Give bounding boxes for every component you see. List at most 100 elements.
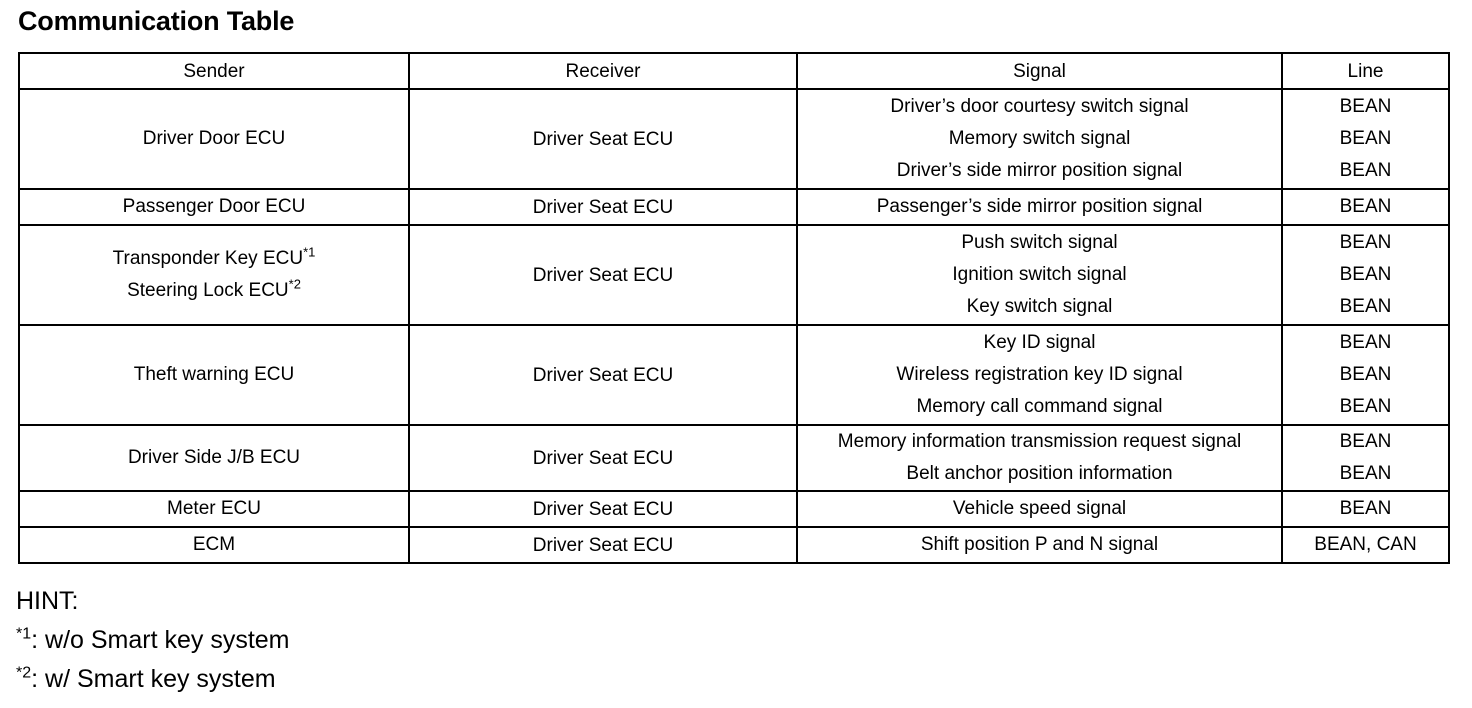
signal-item: Key ID signal — [983, 332, 1096, 353]
column-header-sender: Sender — [18, 52, 410, 90]
line-item: BEAN — [1339, 431, 1392, 452]
signal-item: Vehicle speed signal — [952, 498, 1127, 519]
communication-table: Sender Receiver Signal Line Driver Door … — [18, 52, 1450, 564]
hint-note-2-text: : w/ Smart key system — [31, 665, 276, 693]
line-item: BEAN, CAN — [1314, 534, 1417, 555]
sender-footnote-marker: *1 — [303, 244, 316, 260]
column-header-signal: Signal — [796, 52, 1283, 90]
line-item: BEAN — [1339, 296, 1392, 317]
cell-line: BEAN — [1281, 188, 1450, 226]
cell-receiver: Driver Seat ECU — [408, 224, 798, 326]
signal-item: Memory information transmission request … — [837, 431, 1242, 452]
table-header: Sender Receiver Signal Line — [18, 52, 1450, 90]
signal-item: Belt anchor position information — [906, 463, 1173, 484]
signal-item: Shift position P and N signal — [920, 534, 1159, 555]
signal-item: Ignition switch signal — [952, 264, 1127, 285]
signal-stack: Memory information transmission request … — [798, 426, 1281, 490]
hint-block: HINT: *1: w/o Smart key system *2: w/ Sm… — [16, 582, 290, 699]
column-header-receiver: Receiver — [408, 52, 798, 90]
hint-note-1-text: : w/o Smart key system — [31, 626, 290, 654]
signal-item: Memory call command signal — [916, 396, 1163, 417]
line-stack: BEAN BEAN BEAN — [1283, 91, 1448, 187]
sender-label: Transponder Key ECU*1 — [112, 244, 316, 269]
hint-note-2: *2: w/ Smart key system — [16, 660, 290, 699]
sender-stack: Meter ECU — [20, 493, 408, 525]
sender-footnote-marker-secondary: *2 — [288, 276, 301, 292]
sender-stack: Passenger Door ECU — [20, 191, 408, 223]
line-item: BEAN — [1339, 364, 1392, 385]
signal-item: Memory switch signal — [948, 128, 1131, 149]
signal-item: Wireless registration key ID signal — [896, 364, 1183, 385]
sender-label-secondary: Steering Lock ECU*2 — [127, 276, 301, 301]
cell-sender: Driver Side J/B ECU — [18, 424, 410, 492]
sender-label: Theft warning ECU — [133, 364, 295, 385]
line-item: BEAN — [1339, 160, 1392, 181]
cell-line: BEAN BEAN BEAN — [1281, 324, 1450, 426]
cell-sender: Meter ECU — [18, 490, 410, 528]
line-item: BEAN — [1339, 332, 1392, 353]
line-item: BEAN — [1339, 196, 1392, 217]
line-item: BEAN — [1339, 128, 1392, 149]
hint-note-2-marker: *2 — [16, 664, 32, 682]
cell-line: BEAN — [1281, 490, 1450, 528]
line-stack: BEAN BEAN — [1283, 426, 1448, 490]
line-stack: BEAN, CAN — [1283, 529, 1448, 561]
cell-signal: Shift position P and N signal — [796, 526, 1283, 564]
sender-stack: Driver Side J/B ECU — [20, 442, 408, 474]
cell-line: BEAN BEAN BEAN — [1281, 88, 1450, 190]
cell-sender: Passenger Door ECU — [18, 188, 410, 226]
signal-item: Push switch signal — [961, 232, 1118, 253]
cell-receiver: Driver Seat ECU — [408, 490, 798, 528]
signal-item: Passenger’s side mirror position signal — [876, 196, 1203, 217]
signal-stack: Passenger’s side mirror position signal — [798, 191, 1281, 223]
cell-signal: Passenger’s side mirror position signal — [796, 188, 1283, 226]
hint-label: HINT: — [16, 587, 79, 615]
cell-signal: Vehicle speed signal — [796, 490, 1283, 528]
cell-receiver: Driver Seat ECU — [408, 526, 798, 564]
sender-label: Meter ECU — [167, 498, 261, 519]
line-item: BEAN — [1339, 463, 1392, 484]
cell-line: BEAN, CAN — [1281, 526, 1450, 564]
cell-sender: Driver Door ECU — [18, 88, 410, 190]
cell-receiver: Driver Seat ECU — [408, 424, 798, 492]
line-item: BEAN — [1339, 498, 1392, 519]
sender-stack: ECM — [20, 529, 408, 561]
sender-label: Driver Door ECU — [142, 128, 286, 149]
sender-stack: Driver Door ECU — [20, 123, 408, 155]
cell-sender: ECM — [18, 526, 410, 564]
cell-line: BEAN BEAN — [1281, 424, 1450, 492]
line-stack: BEAN — [1283, 191, 1448, 223]
cell-receiver: Driver Seat ECU — [408, 324, 798, 426]
hint-note-1: *1: w/o Smart key system — [16, 621, 290, 660]
signal-stack: Shift position P and N signal — [798, 529, 1281, 561]
sender-label: Passenger Door ECU — [122, 196, 306, 217]
line-item: BEAN — [1339, 96, 1392, 117]
cell-receiver: Driver Seat ECU — [408, 88, 798, 190]
table-header-row: Sender Receiver Signal Line — [18, 52, 1450, 90]
hint-note-1-marker: *1 — [16, 625, 32, 643]
column-header-line: Line — [1281, 52, 1450, 90]
page-title: Communication Table — [18, 6, 295, 36]
line-item: BEAN — [1339, 396, 1392, 417]
table-row: Meter ECU Driver Seat ECU Vehicle speed si… — [18, 490, 1450, 528]
signal-item: Driver’s door courtesy switch signal — [890, 96, 1189, 117]
signal-stack: Vehicle speed signal — [798, 493, 1281, 525]
cell-signal: Memory information transmission request … — [796, 424, 1283, 492]
signal-item: Key switch signal — [966, 296, 1113, 317]
